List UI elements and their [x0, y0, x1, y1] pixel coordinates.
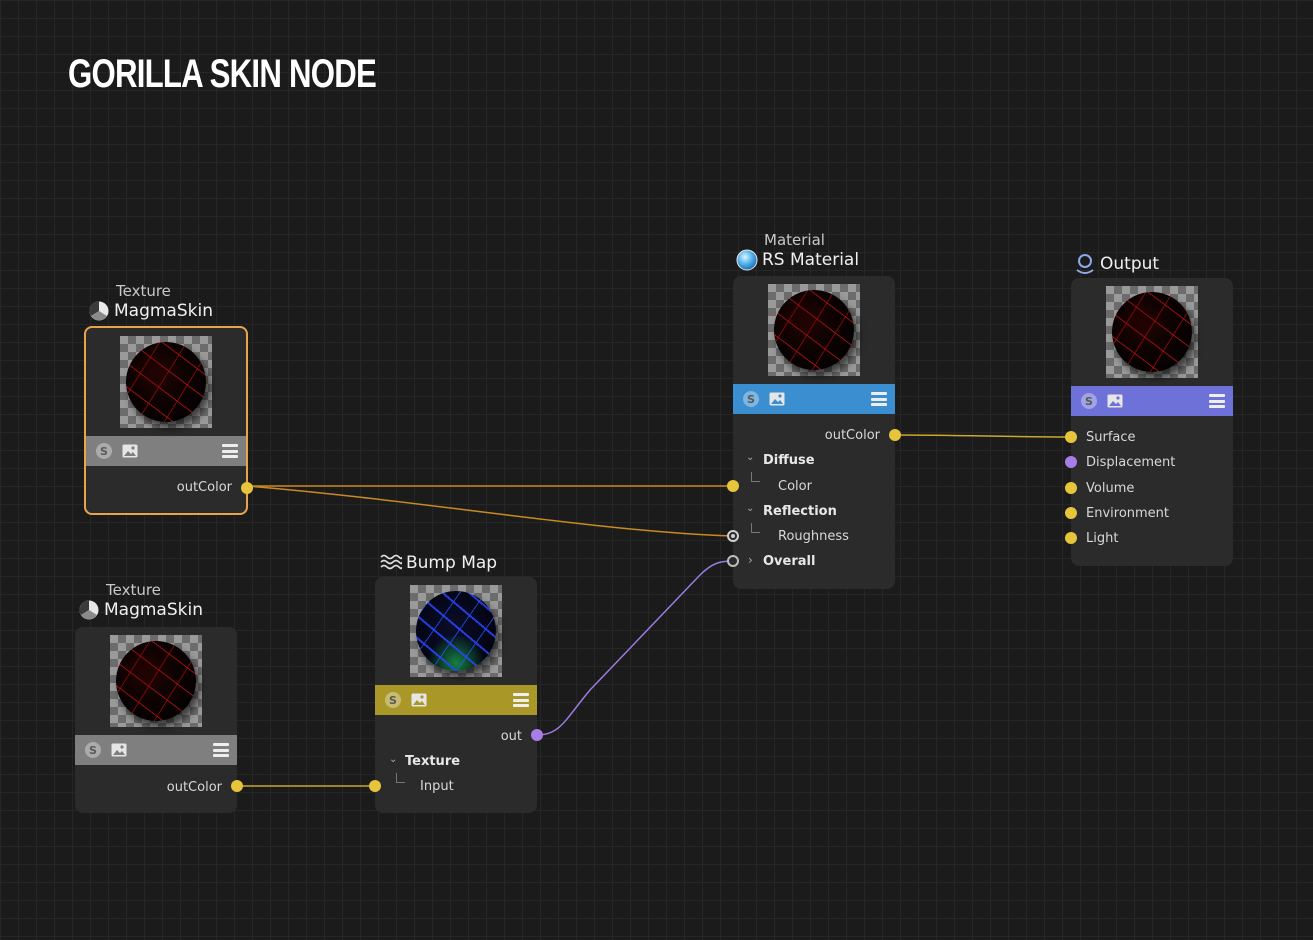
- bump-group-texture[interactable]: Texture: [405, 754, 461, 769]
- material-ball-icon: [736, 249, 758, 271]
- shader-icon[interactable]: S: [743, 391, 759, 407]
- output-volume-label: Volume: [1086, 481, 1135, 496]
- output-environment-label: Environment: [1086, 506, 1170, 521]
- texture2-outcolor-port[interactable]: [231, 780, 243, 792]
- texture-sphere-icon: [78, 599, 100, 621]
- material-group-overall[interactable]: Overall: [763, 554, 816, 569]
- wire-material-to-surface: [894, 434, 1071, 438]
- texture2-outcolor-label: outColor: [166, 780, 222, 795]
- texture1-preview: [120, 336, 212, 428]
- wire-texture1-to-roughness: [246, 485, 734, 537]
- texture2-title-row: MagmaSkin: [78, 599, 203, 621]
- tree-connector: [396, 773, 405, 783]
- output-preview: [1106, 286, 1198, 378]
- texture2-preview: [110, 635, 202, 727]
- shader-icon[interactable]: S: [1081, 393, 1097, 409]
- bump-out-label: out: [500, 729, 522, 744]
- texture-sphere-icon: [88, 300, 110, 322]
- material-group-diffuse[interactable]: Diffuse: [763, 453, 815, 468]
- output-light-label: Light: [1086, 531, 1119, 546]
- material-overall-port[interactable]: [727, 555, 739, 567]
- material-outcolor-label: outColor: [824, 428, 880, 443]
- output-icon: [1074, 253, 1096, 275]
- image-icon[interactable]: [111, 743, 127, 757]
- output-title-row: Output: [1074, 253, 1159, 275]
- texture1-node[interactable]: S outColor: [84, 326, 253, 515]
- image-icon[interactable]: [122, 444, 138, 458]
- image-icon[interactable]: [769, 392, 785, 406]
- menu-icon[interactable]: [1209, 394, 1225, 408]
- bump-waves-icon: [380, 552, 402, 574]
- output-header: Output: [1074, 253, 1159, 275]
- output-displacement-label: Displacement: [1086, 455, 1176, 470]
- material-title: RS Material: [762, 250, 860, 270]
- material-title-row: RS Material: [736, 249, 859, 271]
- output-node[interactable]: S Surface Displacement Volume Environmen…: [1065, 278, 1233, 566]
- menu-icon[interactable]: [213, 743, 229, 757]
- material-category: Material: [764, 231, 825, 249]
- output-toolbar: S: [1071, 386, 1233, 416]
- bump-out-port[interactable]: [531, 729, 543, 741]
- image-icon[interactable]: [411, 693, 427, 707]
- output-displacement-port[interactable]: [1065, 456, 1077, 468]
- bump-toolbar: S: [375, 685, 537, 715]
- material-preview: [768, 284, 860, 376]
- material-diffuse-color-port[interactable]: [727, 480, 739, 492]
- bump-title: Bump Map: [406, 553, 498, 573]
- texture1-outcolor-port[interactable]: [241, 482, 253, 494]
- material-color-label: Color: [778, 479, 812, 494]
- chevron-down-icon[interactable]: ⌄: [746, 503, 755, 514]
- wire-bump-to-overall: [536, 560, 734, 736]
- texture1-title: MagmaSkin: [114, 301, 213, 321]
- material-header: Material RS Material: [736, 231, 859, 271]
- output-surface-label: Surface: [1086, 430, 1136, 445]
- bump-preview: [410, 585, 502, 677]
- texture1-header: Texture MagmaSkin: [88, 282, 213, 322]
- shader-icon[interactable]: S: [96, 443, 112, 459]
- output-title: Output: [1100, 254, 1160, 274]
- material-roughness-label: Roughness: [778, 529, 849, 544]
- tree-connector: [751, 472, 760, 482]
- texture1-outcolor-label: outColor: [176, 480, 232, 495]
- menu-icon[interactable]: [513, 693, 529, 707]
- menu-icon[interactable]: [871, 392, 887, 406]
- output-environment-port[interactable]: [1065, 507, 1077, 519]
- bump-input-port[interactable]: [369, 780, 381, 792]
- texture1-category: Texture: [116, 282, 171, 300]
- output-volume-port[interactable]: [1065, 482, 1077, 494]
- bump-title-row: Bump Map: [380, 552, 497, 574]
- texture2-title: MagmaSkin: [104, 600, 203, 620]
- page-title: GORILLA SKIN NODE: [68, 52, 377, 96]
- shader-icon[interactable]: S: [385, 692, 401, 708]
- tree-connector: [751, 523, 760, 533]
- material-roughness-port[interactable]: [727, 530, 739, 542]
- chevron-down-icon[interactable]: ⌄: [746, 452, 755, 463]
- bump-header: Bump Map: [380, 552, 497, 574]
- texture2-header: Texture MagmaSkin: [78, 581, 203, 621]
- output-surface-port[interactable]: [1065, 431, 1077, 443]
- bump-input-label: Input: [420, 779, 454, 794]
- material-group-reflection[interactable]: Reflection: [763, 504, 837, 519]
- shader-icon[interactable]: S: [85, 742, 101, 758]
- texture2-category: Texture: [106, 581, 161, 599]
- material-toolbar: S: [733, 384, 895, 414]
- chevron-down-icon[interactable]: ⌄: [389, 754, 398, 765]
- output-light-port[interactable]: [1065, 532, 1077, 544]
- material-node[interactable]: S outColor ⌄ Diffuse Color ⌄ Reflection …: [727, 276, 901, 589]
- material-outcolor-port[interactable]: [889, 429, 901, 441]
- chevron-right-icon[interactable]: ›: [748, 553, 753, 567]
- image-icon[interactable]: [1107, 394, 1123, 408]
- menu-icon[interactable]: [222, 444, 238, 458]
- texture1-toolbar: S: [86, 436, 246, 466]
- texture2-node[interactable]: S outColor: [75, 627, 243, 813]
- bump-node[interactable]: S out ⌄ Texture Input: [369, 577, 543, 813]
- texture2-toolbar: S: [75, 735, 237, 765]
- texture1-title-row: MagmaSkin: [88, 300, 213, 322]
